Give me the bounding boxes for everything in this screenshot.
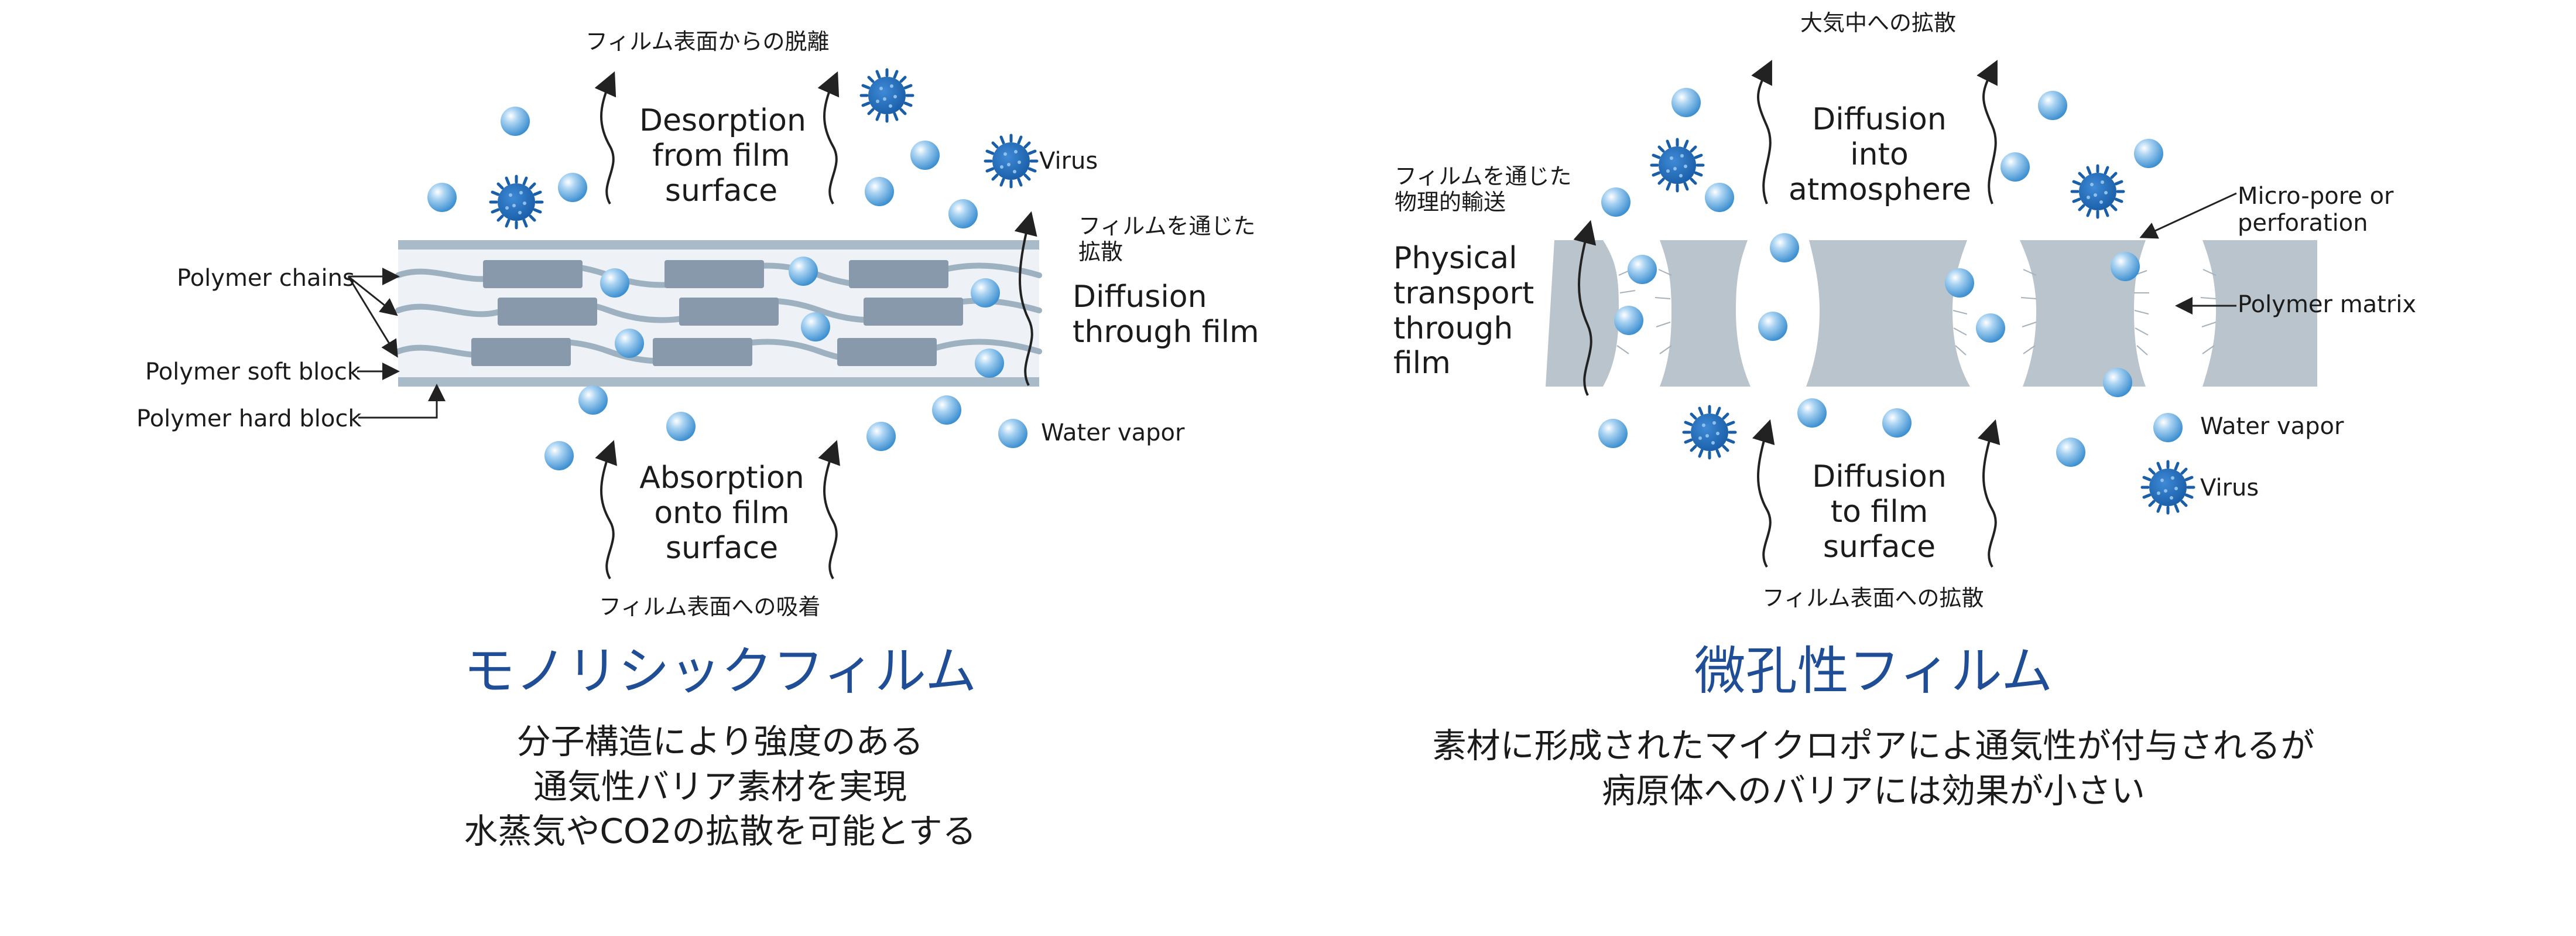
water-vapor-bubble-icon: [2056, 438, 2085, 467]
water-vapor-bubble-icon: [427, 183, 457, 212]
water-vapor-label-left: Water vapor: [1041, 419, 1185, 446]
atmosphere-en-label: Diffusion into atmosphere: [1789, 102, 1971, 207]
water-vapor-bubble-icon: [2153, 413, 2183, 442]
water-vapor-bubble-icon: [865, 177, 894, 206]
virus-icon: [2072, 166, 2123, 217]
virus-label-left: Virus: [1039, 148, 1098, 175]
water-vapor-bubbles: [427, 88, 2183, 470]
microporous-film: [1546, 240, 2317, 387]
water-vapor-bubble-icon: [1945, 268, 1974, 298]
water-vapor-bubble-icon: [2038, 91, 2067, 120]
water-vapor-bubble-icon: [1705, 183, 1734, 212]
polymer-soft-block-label: Polymer soft block: [145, 358, 361, 385]
virus-icon: [1652, 139, 1703, 191]
water-vapor-bubble-icon: [932, 395, 961, 425]
water-vapor-bubble-icon: [1882, 408, 1912, 438]
micropore-label: Micro-pore or perforation: [2238, 183, 2394, 237]
water-vapor-bubble-icon: [1598, 419, 1628, 448]
virus-label-right: Virus: [2200, 474, 2259, 501]
water-vapor-bubble-icon: [2134, 139, 2163, 168]
water-vapor-bubble-icon: [1976, 313, 2005, 343]
water-vapor-bubble-icon: [971, 278, 1000, 308]
polymer-matrix-label: Polymer matrix: [2238, 291, 2417, 318]
virus-icon: [491, 176, 542, 228]
water-vapor-bubble-icon: [866, 422, 896, 451]
surface-en-label: Diffusion to film surface: [1812, 459, 1947, 565]
desorption-en-label: Desorption from film surface: [639, 103, 806, 209]
monolithic-film: [395, 240, 1042, 387]
virus-icon: [1684, 406, 1735, 458]
water-vapor-bubble-icon: [948, 199, 978, 228]
monolithic-film-description: 分子構造により強度のある 通気性バリア素材を実現 水蒸気やCO2の拡散を可能とす…: [464, 722, 977, 852]
surface-jp-label: フィルム表面への拡散: [1762, 585, 1984, 611]
through-film-en-label: Diffusion through film: [1073, 279, 1259, 350]
water-vapor-bubble-icon: [558, 173, 587, 202]
microporous-film-description: 素材に形成されたマイクロポアによ通気性が付与されるが 病原体へのバリアには効果が…: [1432, 726, 2315, 811]
water-vapor-bubble-icon: [1770, 233, 1799, 262]
water-vapor-bubble-icon: [1601, 187, 1630, 217]
desorption-jp-label: フィルム表面からの脱離: [585, 29, 830, 54]
water-vapor-bubble-icon: [544, 441, 574, 470]
virus-icon: [861, 70, 913, 121]
water-vapor-bubble-icon: [600, 268, 629, 298]
water-vapor-bubble-icon: [1758, 312, 1787, 341]
virus-icon: [2142, 462, 2194, 513]
water-vapor-bubble-icon: [1671, 88, 1701, 117]
water-vapor-bubble-icon: [910, 141, 940, 170]
water-vapor-bubble-icon: [578, 385, 608, 415]
water-vapor-bubble-icon: [998, 419, 1027, 448]
water-vapor-bubble-icon: [2111, 252, 2140, 281]
microporous-film-title: 微孔性フィルム: [1694, 641, 2053, 701]
through-film-jp-label: フィルムを通じた 拡散: [1078, 213, 1256, 265]
water-vapor-bubble-icon: [615, 329, 644, 358]
water-vapor-bubble-icon: [1628, 255, 1657, 284]
water-vapor-bubble-icon: [2103, 368, 2132, 397]
water-vapor-bubble-icon: [1797, 398, 1827, 428]
water-vapor-bubble-icon: [1614, 306, 1643, 335]
virus-icon: [985, 135, 1037, 187]
water-vapor-bubble-icon: [666, 412, 696, 441]
water-vapor-bubble-icon: [801, 312, 830, 341]
water-vapor-bubble-icon: [2000, 152, 2030, 182]
absorption-jp-label: フィルム表面への吸着: [599, 594, 821, 620]
water-vapor-bubble-icon: [501, 107, 530, 136]
polymer-hard-block-label: Polymer hard block: [136, 405, 362, 432]
atmosphere-jp-label: 大気中への拡散: [1800, 10, 1957, 36]
water-vapor-bubble-icon: [789, 257, 818, 286]
physical-jp-label: フィルムを通じた 物理的輸送: [1395, 163, 1572, 215]
monolithic-film-title: モノリシックフィルム: [463, 641, 977, 701]
polymer-chains-label: Polymer chains: [177, 265, 355, 292]
water-vapor-bubble-icon: [975, 349, 1004, 378]
physical-en-label: Physical transport through film: [1393, 241, 1534, 381]
water-vapor-label-right: Water vapor: [2200, 413, 2344, 440]
absorption-en-label: Absorption onto film surface: [639, 460, 804, 566]
